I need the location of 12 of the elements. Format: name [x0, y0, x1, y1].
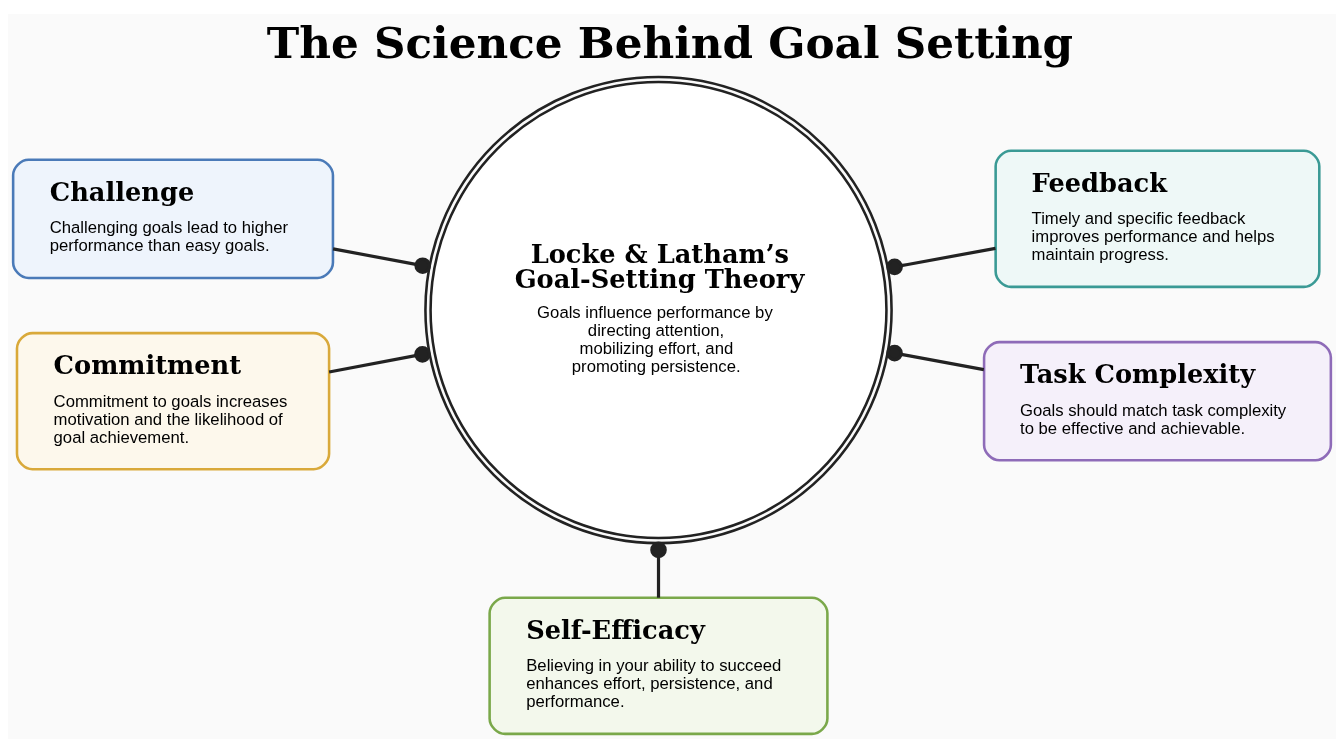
- node-box: Challenge Challenging goals lead to higher performance than easy goals.: [11, 157, 335, 279]
- connector: [332, 246, 431, 274]
- connector: [886, 246, 996, 275]
- node-circle: Locke & Latham’s Goal-Setting Theory Goals influence performance by directing attention, mobilizing effort, and promoting persistence.: [424, 75, 893, 544]
- connector: [650, 541, 667, 598]
- node-box: Self-Efficacy Believing in your ability to succeed enhances effort, persistence, and performance.: [488, 595, 829, 735]
- node-box: Task Complexity Goals should match task complexity to be effective and achievable.: [982, 340, 1333, 462]
- diagram-title: The Science Behind Goal Setting: [266, 16, 1074, 68]
- node-box: Commitment Commitment to goals increases motivation and the likelihood of goal achievement.: [15, 331, 331, 471]
- connector: [328, 345, 431, 374]
- node-box: Feedback Timely and specific feedback improves performance and helps maintain progress.: [994, 148, 1321, 288]
- connector: [886, 344, 985, 371]
